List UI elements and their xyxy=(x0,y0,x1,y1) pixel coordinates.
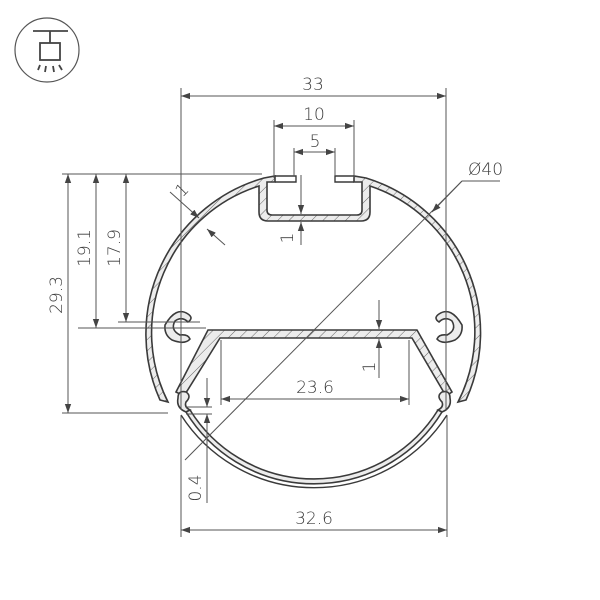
dim-height-clip-inner: 17.9 xyxy=(105,229,125,267)
dim-shelf-thickness: 1 xyxy=(360,362,380,373)
dim-diffuser-width: 32.6 xyxy=(295,509,333,529)
dim-channel-outer: 10 xyxy=(303,105,325,125)
dim-channel-wall: 1 xyxy=(278,233,298,244)
dim-wall-thickness: 1 xyxy=(172,180,194,202)
dim-height-total: 29.3 xyxy=(47,276,67,314)
dim-channel-inner: 5 xyxy=(310,132,321,152)
dim-diameter: Ø40 xyxy=(468,160,503,180)
dim-height-clip-outer: 19.1 xyxy=(75,229,95,267)
dim-diffuser-gap: 0.4 xyxy=(186,474,206,501)
pendant-mount-icon xyxy=(14,17,80,83)
dimension-labels: 33 10 5 1 Ø40 1 29.3 19.1 17.9 23.6 1 0.… xyxy=(47,75,503,529)
dim-shelf-width: 23.6 xyxy=(296,378,334,398)
dim-outer-width: 33 xyxy=(302,75,324,95)
aluminum-profile xyxy=(145,175,482,489)
dimension-lines xyxy=(62,88,500,537)
